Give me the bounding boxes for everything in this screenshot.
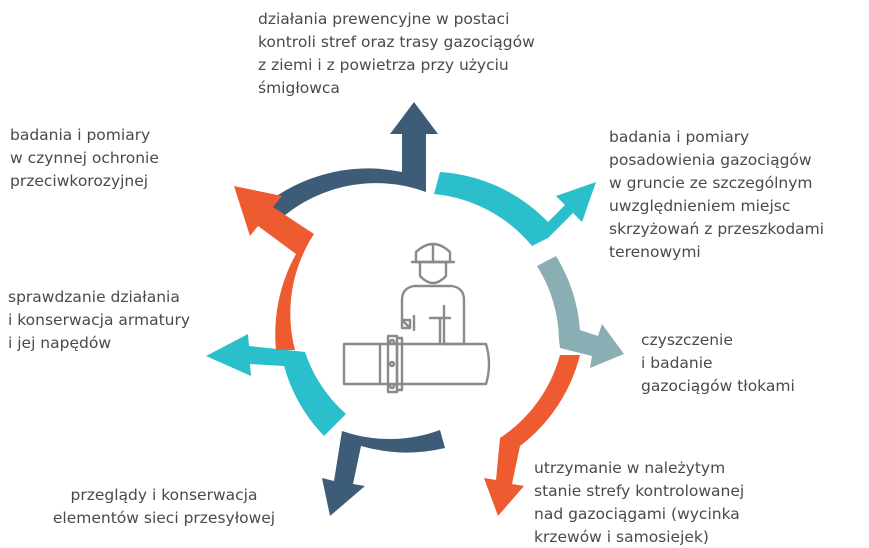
arrow-upper-left: [234, 186, 314, 350]
label-lower-right-line: stanie strefy kontrolowanej: [534, 482, 745, 500]
arrow-upper-right: [434, 172, 596, 246]
label-upper-right-line: posadowienia gazociągów: [609, 151, 812, 169]
label-upper-right-line: w gruncie ze szczególnym: [609, 174, 813, 192]
label-right-line: gazociągów tłokami: [641, 377, 795, 395]
label-upper-left: badania i pomiary w czynnej ochronie prz…: [10, 124, 159, 193]
label-upper-left-line: w czynnej ochronie: [10, 149, 159, 167]
label-top-line: z ziemi i z powietrza przy użyciu: [258, 56, 509, 74]
label-left-line: sprawdzanie działania: [8, 288, 180, 306]
label-left: sprawdzanie działania i konserwacja arma…: [8, 286, 190, 355]
label-right-line: i badanie: [641, 354, 713, 372]
label-top-line: śmigłowca: [258, 79, 340, 97]
arrow-right: [537, 256, 624, 368]
label-upper-right-line: badania i pomiary: [609, 128, 750, 146]
label-lower-right-line: utrzymanie w należytym: [534, 459, 726, 477]
label-lower-left-line: elementów sieci przesyłowej: [52, 509, 276, 527]
label-lower-right: utrzymanie w należytym stanie strefy kon…: [534, 457, 744, 548]
label-upper-right: badania i pomiary posadowienia gazociągó…: [609, 126, 824, 264]
label-upper-left-line: badania i pomiary: [10, 126, 151, 144]
label-left-line: i konserwacja armatury: [8, 311, 191, 329]
label-lower-left: przeglądy i konserwacja elementów sieci …: [14, 484, 314, 530]
label-lower-left-line: przeglądy i konserwacja: [70, 486, 258, 504]
label-upper-left-line: przeciwkorozyjnej: [10, 172, 149, 190]
label-top-line: działania prewencyjne w postaci: [258, 10, 510, 28]
label-lower-right-line: nad gazociągami (wycinka: [534, 505, 740, 523]
label-top: działania prewencyjne w postaci kontroli…: [258, 8, 535, 100]
arrow-lower-right: [484, 355, 580, 516]
arrow-lower-left: [322, 430, 445, 516]
label-lower-right-line: krzewów i samosiejek): [534, 528, 709, 546]
label-right: czyszczenie i badanie gazociągów tłokami: [641, 329, 795, 398]
label-upper-right-line: uwzględnieniem miejsc: [609, 197, 791, 215]
label-right-line: czyszczenie: [641, 331, 733, 349]
arrow-top: [254, 102, 438, 228]
label-upper-right-line: terenowymi: [609, 243, 701, 261]
label-upper-right-line: skrzyżowań z przeszkodami: [609, 220, 825, 238]
label-top-line: kontroli stref oraz trasy gazociągów: [258, 33, 535, 51]
label-left-line: i jej napędów: [8, 334, 112, 352]
pipeline-worker-icon: [342, 242, 491, 394]
arrow-left: [206, 334, 346, 436]
